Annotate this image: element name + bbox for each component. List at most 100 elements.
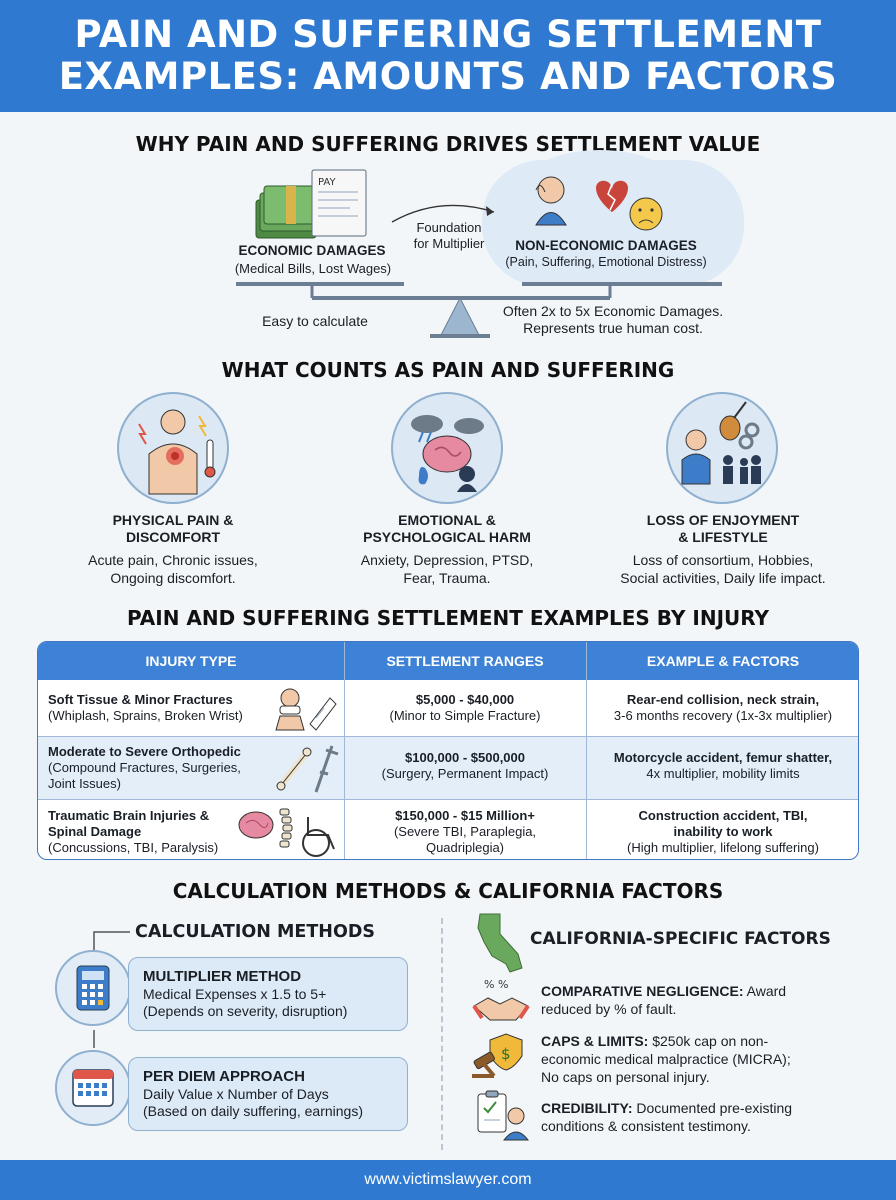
stressed-person-icon	[535, 176, 567, 226]
handshake-icon: % %	[472, 978, 530, 1021]
loss-of-enjoyment-icon	[666, 392, 778, 504]
page-header: PAIN AND SUFFERING SETTLEMENT EXAMPLES: …	[0, 0, 896, 112]
gavel-shield-icon: $	[472, 1033, 523, 1078]
multiplier-line2: (Depends on severity, disruption)	[143, 1003, 348, 1019]
svg-text:$: $	[501, 1045, 511, 1063]
cat-emotional-title2: PSYCHOLOGICAL HARM	[363, 529, 531, 545]
settlement-table: INJURY TYPE SETTLEMENT RANGES EXAMPLE & …	[37, 641, 859, 860]
calc-section-title: CALCULATION METHODS & CALIFORNIA FACTORS	[172, 879, 724, 903]
neg-bold: COMPARATIVE NEGLIGENCE:	[541, 983, 744, 999]
col-divider	[586, 642, 587, 859]
multiplier-line1: Medical Expenses x 1.5 to 5+	[143, 986, 327, 1002]
easy-calc-label: Easy to calculate	[262, 313, 368, 329]
cat-enjoyment-desc: Loss of consortium, Hobbies, Social acti…	[603, 551, 843, 587]
cred-text2: conditions & consistent testimony.	[541, 1118, 751, 1134]
often-line1: Often 2x to 5x Economic Damages.	[502, 303, 724, 319]
connector-lines	[93, 931, 130, 1048]
row1-injury-bold: Soft Tissue & Minor Fractures	[48, 692, 233, 707]
row1-example: Rear-end collision, neck strain, 3-6 mon…	[586, 692, 858, 724]
ca-factors-title: CALIFORNIA-SPECIFIC FACTORS	[530, 929, 831, 949]
cat-enjoyment-desc1: Loss of consortium, Hobbies,	[632, 552, 814, 568]
perdiem-line2: (Based on daily suffering, earnings)	[143, 1103, 363, 1119]
row1-example-sub: 3-6 months recovery (1x-3x multiplier)	[613, 708, 833, 723]
row2-range: $100,000 - $500,000 (Surgery, Permanent …	[344, 750, 586, 782]
row3-range-sub1: (Severe TBI, Paraplegia,	[393, 824, 537, 839]
col-divider	[344, 642, 345, 859]
perdiem-line1: Daily Value x Number of Days	[143, 1086, 329, 1102]
caps-limits-text: CAPS & LIMITS: $250k cap on non- economi…	[541, 1032, 841, 1086]
broken-heart-icon	[596, 180, 628, 212]
california-map-icon	[477, 913, 523, 973]
cat-emotional-title1: EMOTIONAL &	[398, 512, 496, 528]
cat-physical-title2: DISCOMFORT	[125, 529, 221, 545]
cat-enjoyment-title: LOSS OF ENJOYMENT & LIFESTYLE	[613, 512, 833, 546]
page-title-line2: EXAMPLES: AMOUNTS AND FACTORS	[58, 55, 838, 98]
neg-text1: Award	[743, 983, 787, 999]
row2-example-sub: 4x multiplier, mobility limits	[646, 766, 800, 781]
perdiem-title: PER DIEM APPROACH	[143, 1068, 305, 1085]
row2-injury-sub2: Joint Issues)	[48, 776, 121, 791]
often-label: Often 2x to 5x Economic Damages. Represe…	[478, 303, 748, 337]
neg-text2: reduced by % of fault.	[541, 1001, 677, 1017]
cat-physical-desc: Acute pain, Chronic issues, Ongoing disc…	[53, 551, 293, 587]
row1-example-bold: Rear-end collision, neck strain,	[626, 692, 820, 707]
row3-injury-sub: (Concussions, TBI, Paralysis)	[48, 840, 219, 855]
economic-damages-title: ECONOMIC DAMAGES	[238, 243, 386, 258]
row1-injury: Soft Tissue & Minor Fractures (Whiplash,…	[48, 692, 268, 724]
table-header: INJURY TYPE SETTLEMENT RANGES EXAMPLE & …	[38, 642, 858, 680]
bone-crutch-icon	[276, 745, 339, 793]
psychological-harm-icon	[391, 392, 503, 504]
multiplier-method-box: MULTIPLIER METHOD Medical Expenses x 1.5…	[128, 957, 408, 1031]
page-title-line1: PAIN AND SUFFERING SETTLEMENT	[74, 13, 822, 56]
neck-brace-cast-icon	[275, 688, 337, 731]
col-example-factors: EXAMPLE & FACTORS	[646, 653, 800, 669]
calc-methods-title: CALCULATION METHODS	[135, 922, 375, 942]
caps-text1: $250k cap on non-	[648, 1033, 769, 1049]
cat-physical-title: PHYSICAL PAIN & DISCOMFORT	[63, 512, 283, 546]
pay-label: PAY	[318, 177, 336, 188]
foundation-line1: Foundation	[416, 220, 482, 235]
counts-section-title: WHAT COUNTS AS PAIN AND SUFFERING	[221, 358, 675, 382]
calendar-icon	[55, 1050, 131, 1126]
row3-example-sub: (High multiplier, lifelong suffering)	[627, 840, 819, 855]
physical-pain-icon	[117, 392, 229, 504]
cred-text1: Documented pre-existing	[632, 1100, 793, 1116]
cred-bold: CREDIBILITY:	[541, 1100, 633, 1116]
row3-range-sub2: Quadriplegia)	[425, 840, 505, 855]
economic-damages-sub: (Medical Bills, Lost Wages)	[234, 261, 392, 276]
row3-injury-bold1: Traumatic Brain Injuries &	[48, 808, 210, 823]
footer: www.victimslawyer.com	[0, 1160, 896, 1200]
cat-emotional-desc1: Anxiety, Depression, PTSD,	[360, 552, 534, 568]
caps-text3: No caps on personal injury.	[541, 1069, 710, 1085]
row2-example-bold: Motorcycle accident, femur shatter,	[613, 750, 833, 765]
foundation-label: Foundation for Multiplier	[404, 220, 494, 252]
row3-example-bold2: inability to work	[673, 824, 773, 839]
noneconomic-damages-title: NON-ECONOMIC DAMAGES	[515, 238, 697, 253]
table-row	[38, 736, 858, 799]
row1-range-sub: (Minor to Simple Fracture)	[389, 708, 541, 723]
row-divider	[38, 799, 858, 800]
foundation-line2: for Multiplier	[413, 236, 485, 251]
cat-emotional-desc2: Fear, Trauma.	[403, 570, 491, 586]
cat-emotional-desc: Anxiety, Depression, PTSD, Fear, Trauma.	[327, 551, 567, 587]
row3-example-bold1: Construction accident, TBI,	[638, 808, 808, 823]
section-divider	[441, 918, 443, 1150]
cat-physical-title1: PHYSICAL PAIN &	[112, 512, 234, 528]
col-injury-type: INJURY TYPE	[145, 653, 237, 669]
caps-text2: economic medical malpractice (MICRA);	[541, 1051, 791, 1067]
row3-injury-bold2: Spinal Damage	[48, 824, 142, 839]
balance-scale-icon	[236, 282, 722, 338]
cat-physical-desc2: Ongoing discomfort.	[110, 570, 236, 586]
row2-example: Motorcycle accident, femur shatter, 4x m…	[586, 750, 858, 782]
row2-injury: Moderate to Severe Orthopedic (Compound …	[48, 744, 272, 792]
row-divider	[38, 736, 858, 737]
brain-spine-wheelchair-icon	[238, 808, 335, 857]
bill-document-icon: PAY	[311, 169, 367, 237]
row2-injury-bold: Moderate to Severe Orthopedic	[48, 744, 241, 759]
footer-url-link[interactable]: www.victimslawyer.com	[364, 1171, 532, 1188]
row2-injury-sub1: (Compound Fractures, Surgeries,	[48, 760, 241, 775]
arrow-icon	[391, 204, 495, 223]
comparative-negligence-text: COMPARATIVE NEGLIGENCE: Award reduced by…	[541, 982, 841, 1018]
cat-emotional-title: EMOTIONAL & PSYCHOLOGICAL HARM	[337, 512, 557, 546]
row2-range-value: $100,000 - $500,000	[405, 750, 525, 765]
